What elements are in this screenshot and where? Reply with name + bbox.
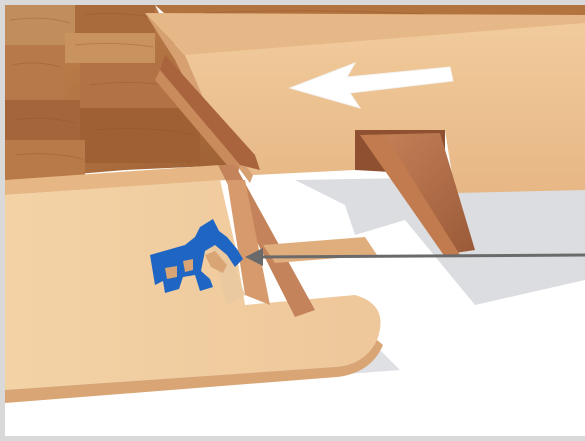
floor-joint-illustration [5,5,585,441]
lower-plank [5,165,383,403]
